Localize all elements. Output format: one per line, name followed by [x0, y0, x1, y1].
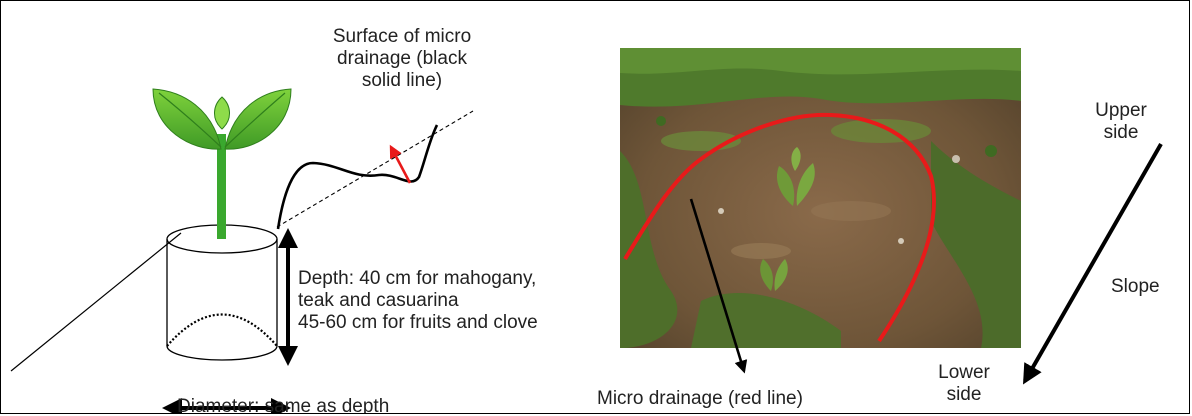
depth-label: Depth: 40 cm for mahogany, teak and casu…: [298, 268, 538, 334]
surface-dashed-line: [277, 111, 473, 227]
lower-side-line2: side: [919, 384, 1009, 406]
seedling-icon: [153, 89, 291, 239]
upper-side-label: Upper side: [1076, 100, 1166, 144]
depth-label-line1: Depth: 40 cm for mahogany,: [298, 268, 538, 290]
depth-label-line3: 45-60 cm for fruits and clove: [298, 312, 538, 334]
lower-side-label: Lower side: [919, 362, 1009, 406]
planting-hole: [167, 225, 277, 360]
surface-label-line1: Surface of micro: [297, 26, 507, 48]
surface-label-line3: solid line): [297, 70, 507, 92]
micro-drainage-label: Micro drainage (red line): [597, 388, 803, 410]
field-photo: [620, 48, 1021, 348]
lower-side-line1: Lower: [919, 362, 1009, 384]
ground-slope-line: [11, 233, 181, 371]
upper-side-line1: Upper: [1076, 100, 1166, 122]
depth-label-line2: teak and casuarina: [298, 290, 538, 312]
surface-label-line2: drainage (black: [297, 48, 507, 70]
drainage-surface-curve: [278, 125, 437, 229]
diameter-label: Diameter: same as depth: [177, 396, 389, 414]
upper-side-line2: side: [1076, 122, 1166, 144]
slope-arrow: [1025, 144, 1161, 381]
slope-label: Slope: [1111, 276, 1160, 298]
surface-label: Surface of micro drainage (black solid l…: [297, 26, 507, 92]
